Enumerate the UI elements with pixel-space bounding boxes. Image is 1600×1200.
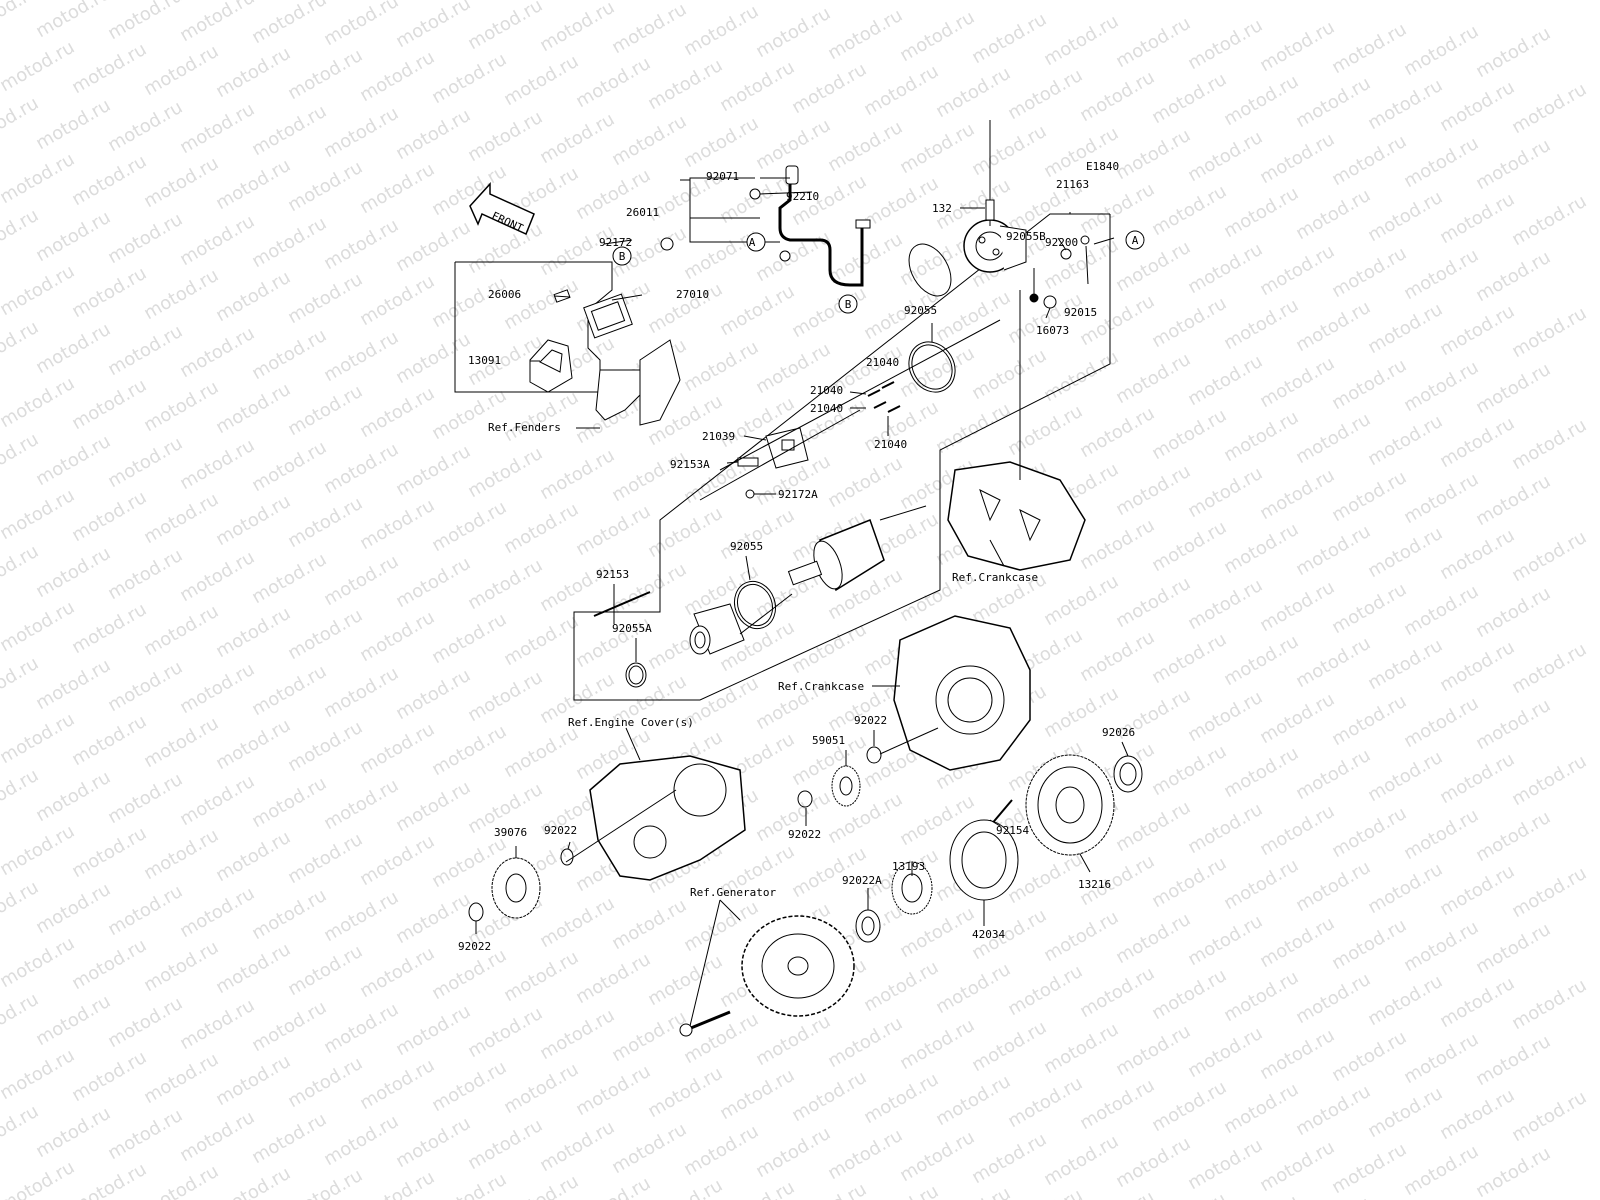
crankcase-upper [947,461,1086,571]
label-92153a: 92153A [670,458,710,471]
label-92055-top: 92055 [904,304,937,317]
callout-b-relay: B [619,250,626,263]
brushes [867,381,901,413]
idler-gear-39076 [491,857,541,919]
label-26006: 26006 [488,288,521,301]
label-92022-d: 92022 [458,940,491,953]
starter-front-cover [689,603,745,655]
label-ref-generator: Ref.Generator [690,886,776,899]
label-92015: 92015 [1064,306,1097,319]
label-92210: 92210 [786,190,819,203]
label-27010: 27010 [676,288,709,301]
label-92022-a: 92022 [854,714,887,727]
callout-a-left: A [749,236,756,249]
label-ref-fenders: Ref.Fenders [488,421,561,434]
idler-gear-59051 [831,765,861,807]
diagram-code: E1840 [1086,160,1119,173]
label-92022-c: 92022 [544,824,577,837]
label-13216: 13216 [1078,878,1111,891]
label-92055-mid: 92055 [730,540,763,553]
label-92022-b: 92022 [788,828,821,841]
label-ref-crankcase-lower: Ref.Crankcase [778,680,864,693]
label-39076: 39076 [494,826,527,839]
starter-driven-gear [1025,754,1115,856]
crankcase-lower [893,615,1031,771]
label-92071: 92071 [706,170,739,183]
label-26011: 26011 [626,206,659,219]
label-42034: 42034 [972,928,1005,941]
brush-holder [765,427,809,469]
callout-b-cable: B [845,298,852,311]
label-ref-crankcase-upper: Ref.Crankcase [952,571,1038,584]
generator-rotor [741,915,855,1017]
label-21039: 21039 [702,430,735,443]
label-21040-d: 21040 [874,438,907,451]
label-92055a: 92055A [612,622,652,635]
label-132: 132 [932,202,952,215]
label-21040-b: 21040 [810,384,843,397]
label-92022a: 92022A [842,874,882,887]
label-13091: 13091 [468,354,501,367]
label-59051: 59051 [812,734,845,747]
label-92055b: 92055B [1006,230,1046,243]
label-16073: 16073 [1036,324,1069,337]
starter-cable [749,165,871,287]
fender-bracket [595,339,681,426]
starter-group-box [573,213,1111,701]
starter-end-cover [908,120,1027,297]
label-92153: 92153 [596,568,629,581]
relay-group-box [454,261,613,393]
label-92200: 92200 [1045,236,1078,249]
label-92172a: 92172A [778,488,818,501]
label-21040-c: 21040 [810,402,843,415]
callout-a-right: A [1132,234,1139,247]
label-13193: 13193 [892,860,925,873]
starter-motor [787,519,885,592]
starter-relay [529,237,674,393]
label-21163: 21163 [1056,178,1089,191]
front-arrow-icon [469,182,535,236]
label-92172: 92172 [599,236,632,249]
label-21040-a: 21040 [866,356,899,369]
engine-cover [589,755,746,881]
label-ref-engine-cover: Ref.Engine Cover(s) [568,716,694,729]
label-92154: 92154 [996,824,1029,837]
label-92026: 92026 [1102,726,1135,739]
